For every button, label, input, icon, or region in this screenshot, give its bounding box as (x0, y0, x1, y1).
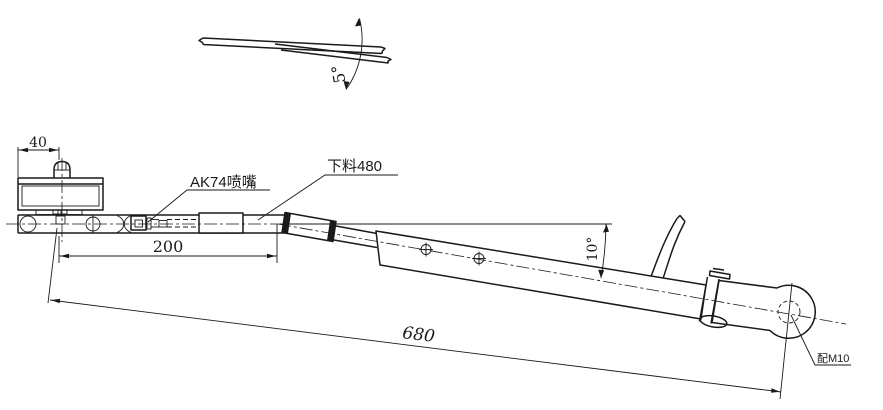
clamp-nut-bottom (699, 314, 728, 329)
dim-680-text: 680 (401, 323, 436, 347)
bend-detail-5deg: 5° (198, 18, 392, 90)
label-blank-480: 下料480 (257, 158, 398, 221)
sleeve-coupling (198, 212, 244, 234)
angle-dim-5: 5° (328, 18, 363, 90)
dim-200-text: 200 (153, 237, 184, 256)
bend-joint (281, 211, 378, 249)
label-m10-fit: 配M10 (790, 314, 851, 366)
angle-5-text: 5° (328, 63, 350, 84)
dim-40: 40 (17, 135, 60, 177)
dim-40-text: 40 (29, 135, 47, 151)
tube-holes (419, 242, 486, 266)
clamp (698, 267, 731, 329)
trigger-lever (650, 214, 686, 279)
dim-680: 680 (47, 227, 793, 400)
nozzle-body (130, 215, 147, 231)
angle-10-text: 10° (585, 237, 601, 262)
label-ak74-text: AK74喷嘴 (190, 174, 257, 191)
label-m10-text: 配M10 (817, 352, 849, 365)
dim-200: 200 (58, 224, 278, 263)
label-blank-text: 下料480 (327, 158, 382, 175)
clamp-bolt-top (708, 270, 731, 280)
eye-hole (777, 300, 801, 324)
nozzle-assembly (130, 212, 244, 234)
centerlines (6, 158, 847, 325)
label-ak74-nozzle: AK74喷嘴 (147, 174, 270, 223)
angle-dim-10: 10° (280, 223, 612, 279)
